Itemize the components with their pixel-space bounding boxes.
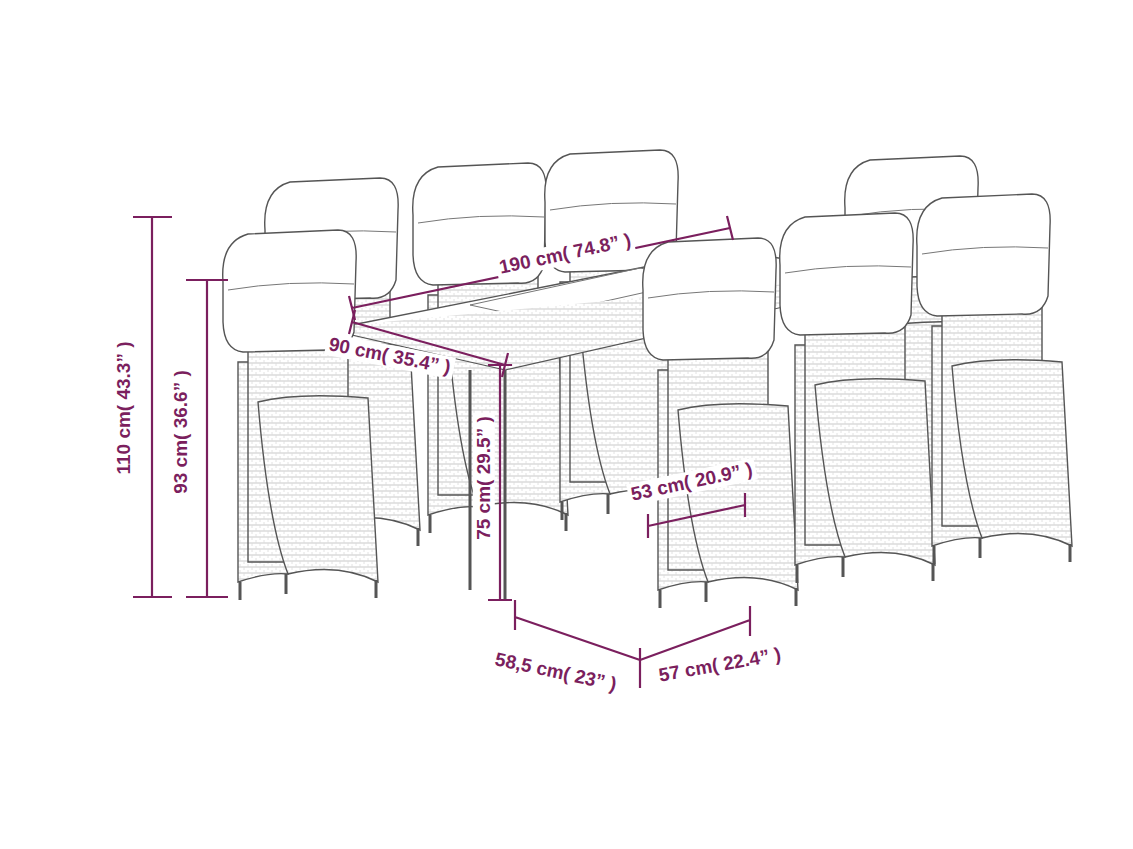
dimension-label: 75 cm( 29.5” ) — [473, 413, 495, 543]
dimension-lines — [133, 216, 750, 688]
front-row-chairs — [223, 194, 1072, 608]
dimension-label: 58,5 cm( 23” ) — [490, 648, 621, 696]
dimension-label: 110 cm( 43.3” ) — [113, 338, 135, 477]
dimension-label: 57 cm( 22.4” ) — [654, 643, 785, 687]
dimension-label: 93 cm( 36.6” ) — [170, 367, 192, 497]
